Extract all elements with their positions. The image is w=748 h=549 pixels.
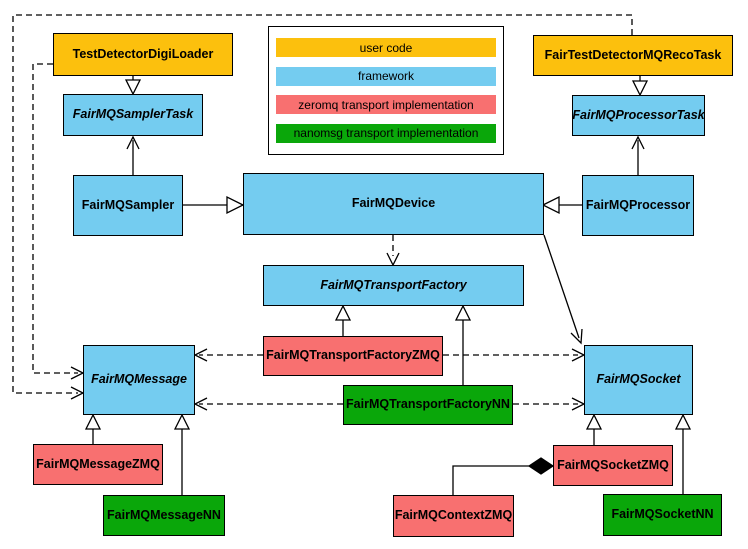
node-fairmqsocketzmq: FairMQSocketZMQ bbox=[553, 445, 673, 486]
edge-sampler-samplertask bbox=[126, 135, 140, 175]
edge-sampler-device bbox=[183, 195, 245, 215]
node-fairmqdevice: FairMQDevice bbox=[243, 173, 544, 235]
edge-messagezmq-message bbox=[84, 413, 102, 444]
node-fairmqsocketnn: FairMQSocketNN bbox=[603, 494, 722, 536]
edge-factoryzmq-transportfactory bbox=[334, 304, 352, 336]
edge-socketzmq-socket bbox=[585, 413, 603, 445]
edge-device-transportfactory bbox=[386, 235, 400, 267]
edge-messagenn-message bbox=[173, 413, 191, 495]
edge-factoryzmq-socket bbox=[443, 348, 586, 362]
legend-item-user-code: user code bbox=[276, 38, 496, 58]
node-fairmqprocessor: FairMQProcessor bbox=[582, 175, 694, 236]
node-testdetectordigiloader: TestDetectorDigiLoader bbox=[53, 33, 233, 76]
legend: user code framework zeromq transport imp… bbox=[268, 26, 504, 155]
legend-item-zeromq: zeromq transport implementation bbox=[276, 95, 496, 115]
edge-factoryzmq-message bbox=[193, 348, 263, 362]
node-fairmqprocessortask: FairMQProcessorTask bbox=[572, 95, 705, 136]
edge-factorynn-transportfactory bbox=[454, 304, 472, 385]
node-fairmqtransportfactorynn: FairMQTransportFactoryNN bbox=[343, 385, 513, 425]
node-fairmqmessagezmq: FairMQMessageZMQ bbox=[33, 444, 163, 485]
legend-item-nanomsg: nanomsg transport implementation bbox=[276, 123, 496, 143]
edge-factorynn-socket bbox=[513, 397, 586, 411]
node-fairmqtransportfactory: FairMQTransportFactory bbox=[263, 265, 524, 306]
node-fairmqmessage: FairMQMessage bbox=[83, 345, 195, 415]
edge-socketnn-socket bbox=[674, 413, 692, 494]
node-fairmqtransportfactoryzmq: FairMQTransportFactoryZMQ bbox=[263, 336, 443, 376]
edge-recotask-processortask bbox=[631, 76, 649, 97]
node-fairmqsocket: FairMQSocket bbox=[584, 345, 693, 415]
edge-processor-processortask bbox=[631, 135, 645, 175]
edge-factorynn-message bbox=[193, 397, 343, 411]
edge-processor-device bbox=[541, 195, 582, 215]
node-fairmqsamplertask: FairMQSamplerTask bbox=[63, 94, 203, 136]
edge-digiloader-samplertask bbox=[124, 76, 142, 96]
node-fairmqcontextzmq: FairMQContextZMQ bbox=[393, 495, 514, 537]
node-fairtestdetectormqrecotask: FairTestDetectorMQRecoTask bbox=[533, 35, 733, 76]
legend-item-framework: framework bbox=[276, 66, 496, 86]
node-fairmqmessagenn: FairMQMessageNN bbox=[103, 495, 225, 536]
node-fairmqsampler: FairMQSampler bbox=[73, 175, 183, 236]
edge-device-socket bbox=[543, 234, 583, 345]
edge-contextzmq-socketzmq bbox=[452, 457, 555, 495]
